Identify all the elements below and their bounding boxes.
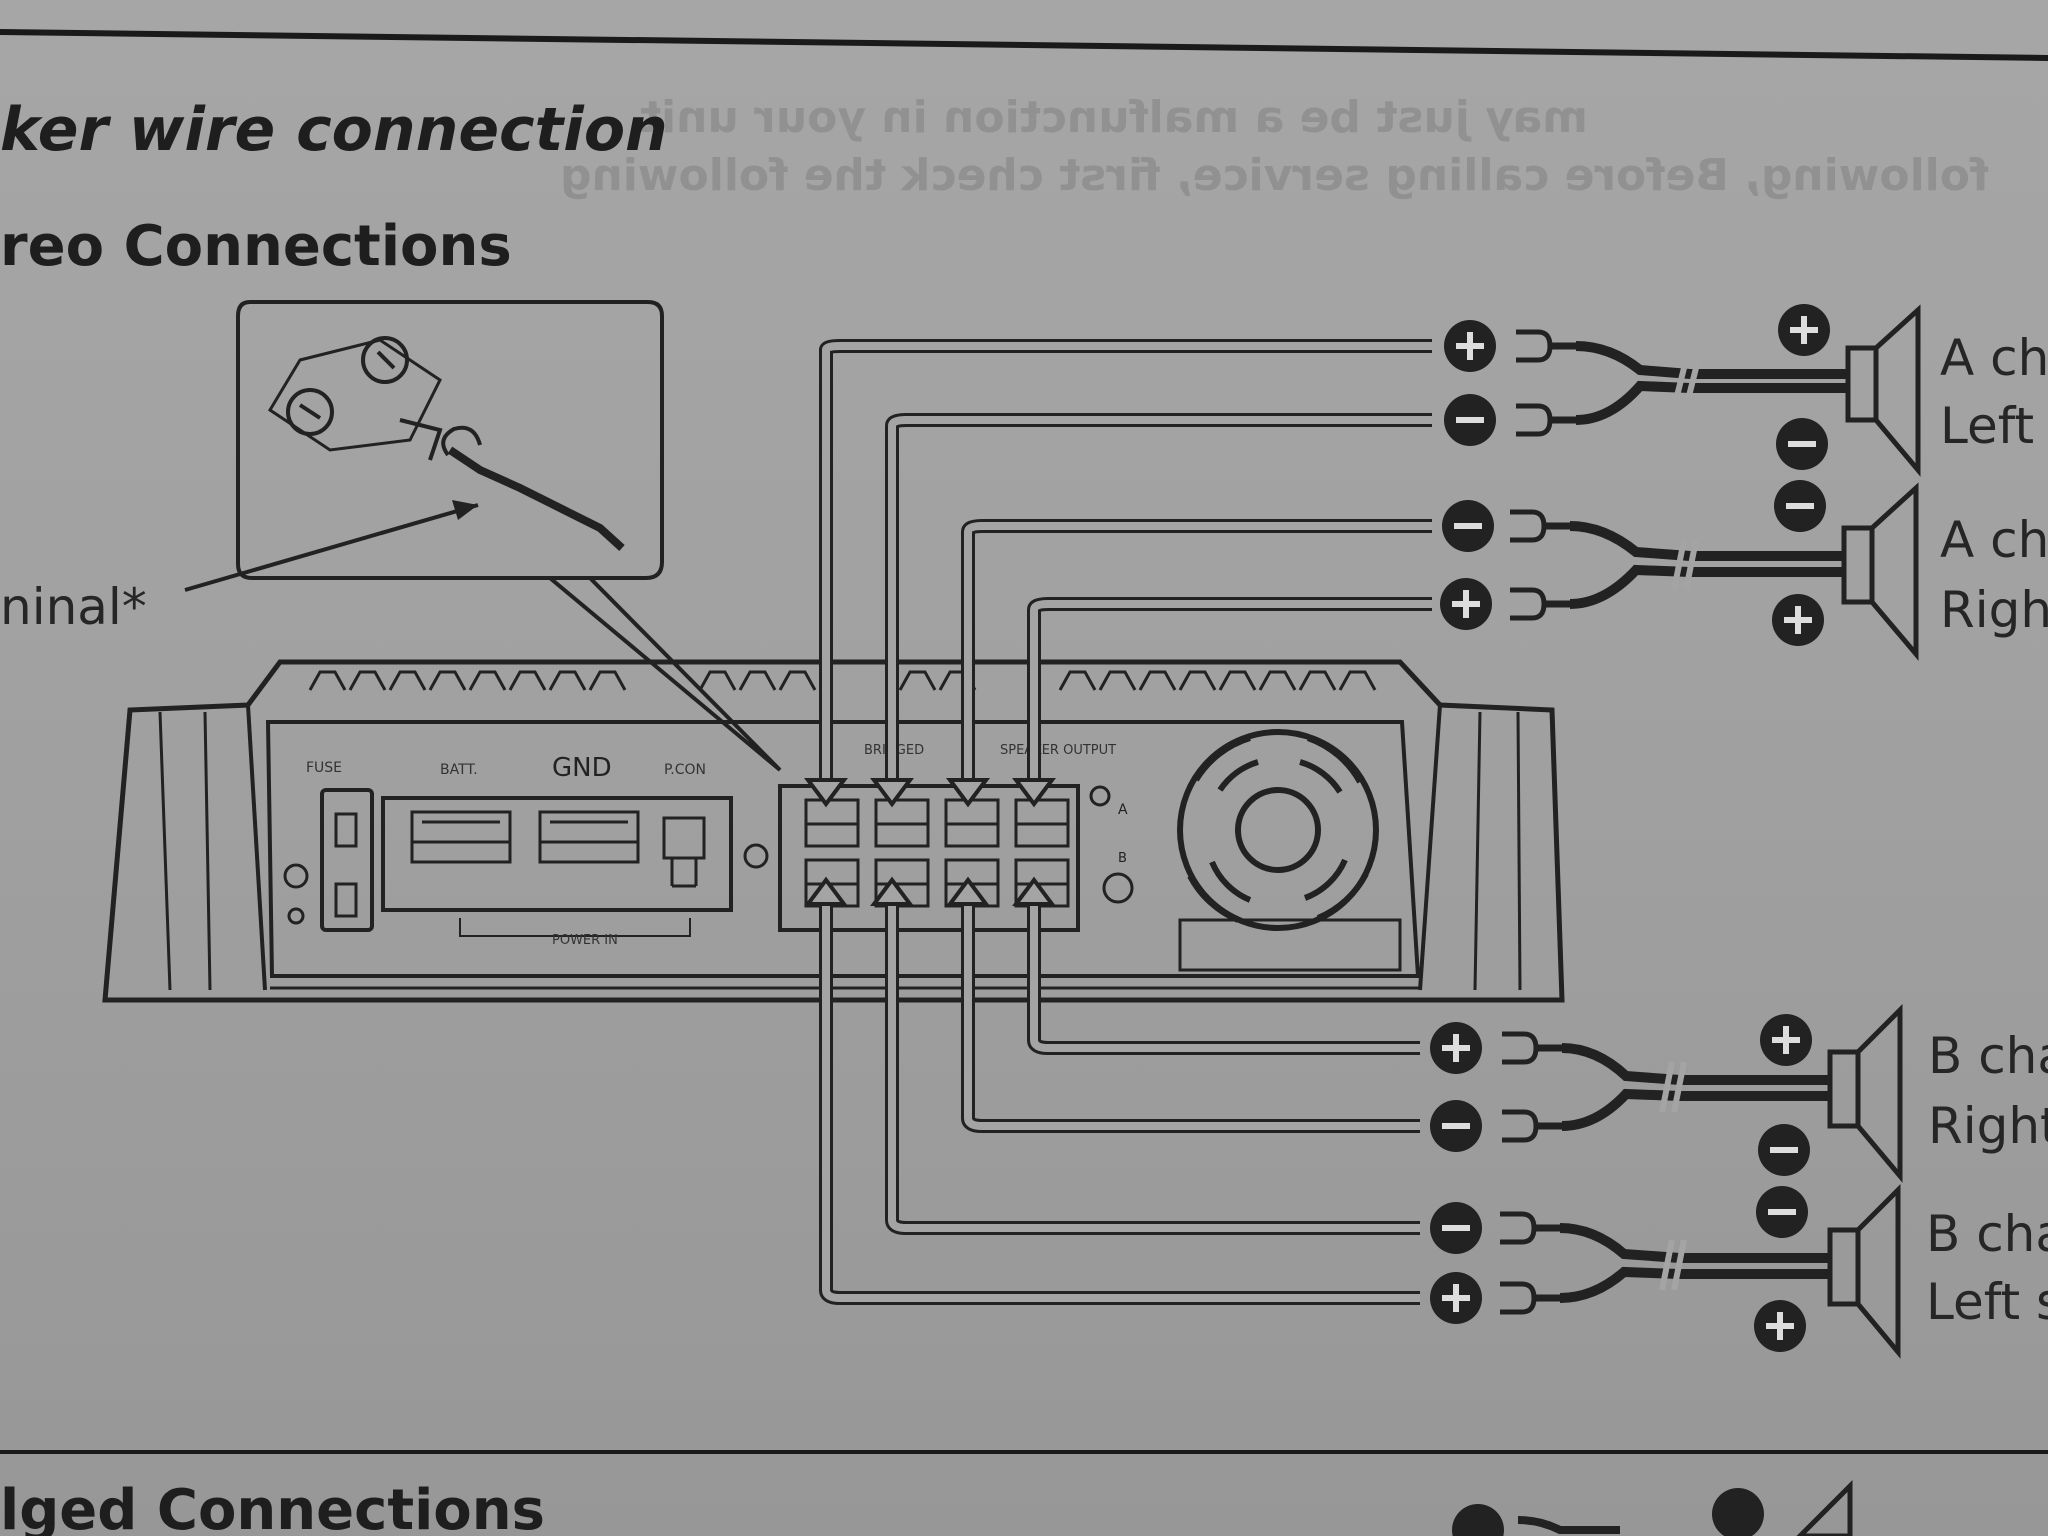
- speaker-a-right-line2: Right: [1940, 581, 2048, 639]
- led-a-label: A: [1118, 802, 1128, 818]
- fuse-holder: [320, 788, 374, 932]
- screw-icon: [286, 388, 334, 436]
- speaker-a-right-line1: A cha: [1940, 511, 2048, 569]
- led-b: [1102, 872, 1134, 904]
- screw-icon: [283, 863, 309, 889]
- next-section-icons: [1452, 1479, 1853, 1536]
- speaker-b-left-line1: B cha: [1926, 1205, 2048, 1263]
- speaker-b-right-line2: Right: [1928, 1097, 2048, 1155]
- arrowheads: [804, 778, 1056, 906]
- fuse-label: FUSE: [306, 760, 342, 776]
- terminal-callout-box: [184, 300, 782, 772]
- wires-bottom-inner: [822, 900, 1420, 1302]
- wires-top: [819, 339, 1432, 780]
- pcon-label: P.CON: [664, 762, 706, 778]
- wires-top-inner: [822, 342, 1432, 780]
- screw-icon: [743, 843, 769, 869]
- speaker-b-left-line2: Left s: [1926, 1273, 2048, 1331]
- led-a: [1089, 785, 1111, 807]
- speaker-b-right-line1: B cha: [1928, 1027, 2048, 1085]
- batt-label: BATT.: [440, 762, 478, 778]
- amplifier: FUSE BATT. GND P.CON POWER IN BRIDGED SP…: [102, 659, 1565, 1003]
- polarity-circles-bottom: [1430, 1022, 1482, 1324]
- speaker-leads-top: [1510, 332, 1848, 618]
- top-rule: [0, 29, 2048, 61]
- next-section-title: lged Connections: [0, 1478, 545, 1536]
- gnd-label: GND: [552, 753, 612, 783]
- section-subtitle: reo Connections: [0, 214, 512, 279]
- power-in-label: POWER IN: [552, 933, 618, 948]
- speaker-a-left-line2: Left s: [1940, 397, 2048, 455]
- polarity-circles-top: [1440, 320, 1496, 630]
- speaker-leads-bottom: [1500, 1034, 1830, 1312]
- fan-grille: [1177, 729, 1379, 931]
- heatsink-fins: [308, 670, 1377, 691]
- speaker-a-left-line1: A cha: [1940, 329, 2048, 387]
- wires-bottom: [819, 900, 1420, 1305]
- speaker-output-label: SPEAKER OUTPUT: [1000, 743, 1116, 758]
- power-terminal-block: [381, 796, 733, 912]
- speaker-polarity: [1754, 304, 1830, 1352]
- terminal-callout-label: ninal*: [0, 578, 147, 636]
- led-b-label: B: [1118, 851, 1127, 866]
- section-title: ker wire connection: [0, 95, 668, 165]
- speaker-output-block: [778, 784, 1080, 932]
- screw-icon: [361, 336, 409, 384]
- speaker-icon: [1827, 304, 1921, 1359]
